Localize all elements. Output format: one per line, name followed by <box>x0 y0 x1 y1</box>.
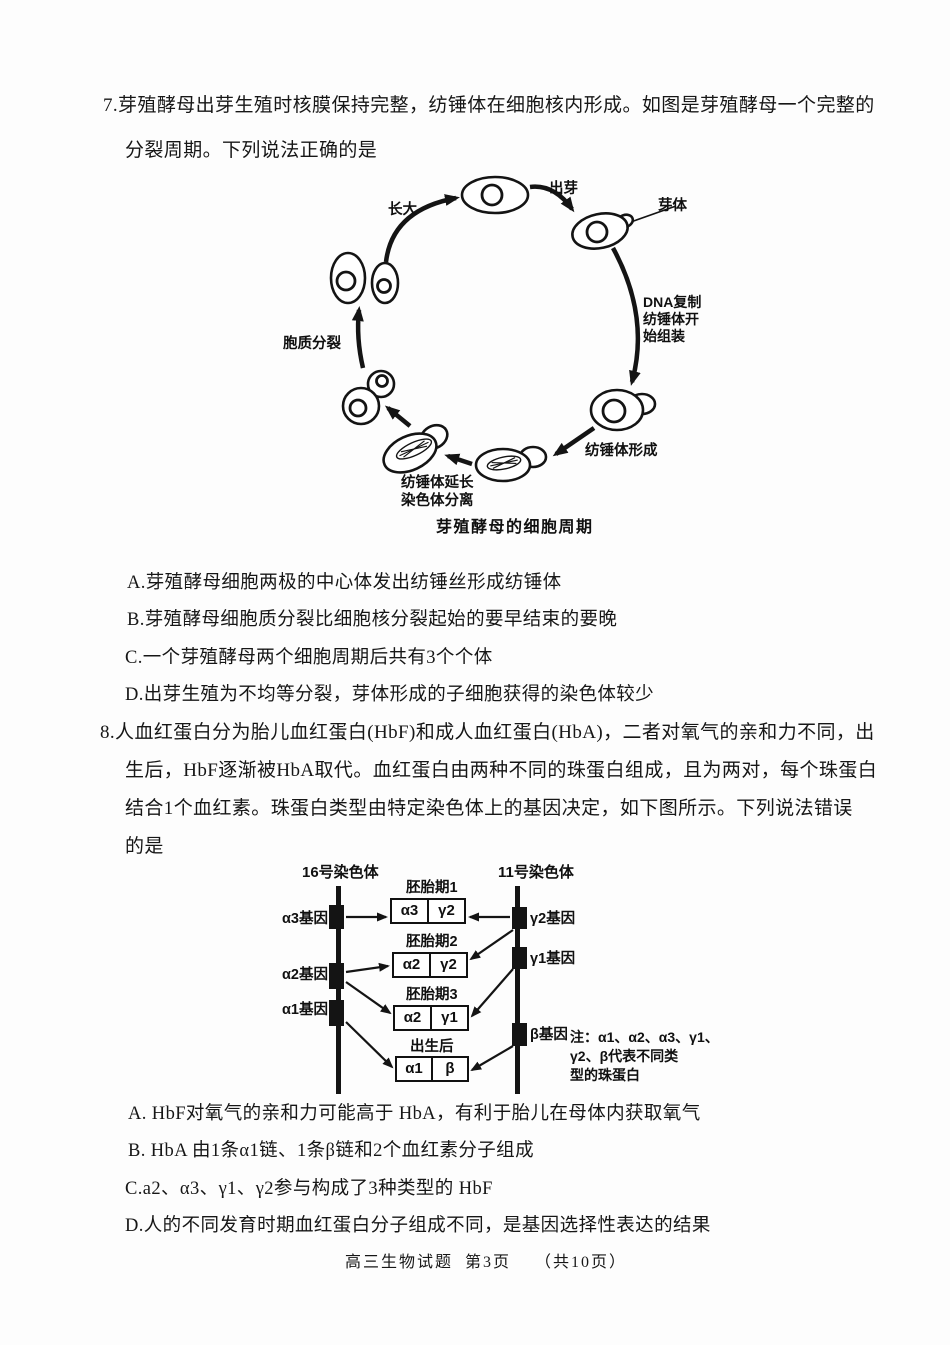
gene-expression-arrows <box>345 912 514 1072</box>
budding-arrow <box>529 184 575 213</box>
stage1-label: 胚胎期1 <box>406 880 458 896</box>
alpha2-gene-label: α2基因 <box>282 967 328 983</box>
q8-stem-line1: 8.人血红蛋白分为胎儿血红蛋白(HbF)和成人血红蛋白(HbA)，二者对氧气的亲… <box>100 722 875 743</box>
label-budding: 出芽 <box>549 181 578 197</box>
page-footer: 高三生物试题 第3页 （共10页） <box>345 1254 628 1271</box>
gamma2-to-stage2-arrow <box>469 929 514 961</box>
spindle-formation-arrow <box>552 426 596 457</box>
gamma2-gene-block <box>512 907 527 929</box>
alpha1-to-postnatal-arrow <box>345 1021 394 1069</box>
stage1-globin-box: α3 γ2 <box>390 898 466 924</box>
postnatal-globin-box: α1 β <box>395 1056 469 1082</box>
stage1-right-globin: γ2 <box>427 900 464 922</box>
gamma1-gene-block <box>512 947 527 969</box>
q8-stem-line4: 的是 <box>125 836 164 857</box>
stage3-label: 胚胎期3 <box>406 987 458 1003</box>
postnatal-left-globin: α1 <box>405 1060 423 1077</box>
q8-option-b: B. HbA 由1条α1链、1条β链和2个血红素分子组成 <box>128 1141 534 1161</box>
stage2-left-globin: α2 <box>402 956 421 973</box>
alpha2-gene-block <box>329 963 344 989</box>
label-grow: 长大 <box>388 202 417 218</box>
yeast-cell-grown <box>460 175 530 215</box>
q8-option-c: C.a2、α3、γ1、γ2参与构成了3种类型的 HbF <box>125 1179 493 1199</box>
q8-option-a: A. HbF对氧气的亲和力可能高于 HbA，有利于胎儿在母体内获取氧气 <box>128 1104 701 1124</box>
chromosome-16-line <box>336 886 341 1094</box>
q7-diagram-drawing <box>329 175 677 483</box>
q7-option-c: C.一个芽殖酵母两个细胞周期后共有3个个体 <box>125 648 493 668</box>
q7-stem-line2: 分裂周期。下列说法正确的是 <box>125 140 378 161</box>
yeast-cell-spindle-formed <box>474 445 548 483</box>
stage1-left-globin: α3 <box>400 902 419 919</box>
q8-stem-line3: 结合1个血红素。珠蛋白类型由特定染色体上的基因决定，如下图所示。下列说法错误 <box>125 798 853 819</box>
grow-arrow <box>383 194 460 263</box>
alpha1-gene-label: α1基因 <box>282 1002 328 1018</box>
stage2-label: 胚胎期2 <box>406 934 458 950</box>
cycle-arrows <box>351 184 677 467</box>
stage2-right-globin: γ2 <box>429 954 466 976</box>
label-spindle-formation: 纺锤体形成 <box>585 443 658 459</box>
alpha3-gene-block <box>329 905 344 929</box>
q7-option-b: B.芽殖酵母细胞质分裂比细胞核分裂起始的要早结束的要晚 <box>127 610 618 630</box>
alpha2-to-stage3-arrow <box>345 981 392 1015</box>
beta-gene-label: β基因 <box>530 1027 568 1043</box>
to-cytokinesis-arrow <box>384 405 412 428</box>
q8-option-d: D.人的不同发育时期血红蛋白分子组成不同，是基因选择性表达的结果 <box>125 1216 711 1236</box>
q7-cell-cycle-diagram: 长大 出芽 芽体 DNA复制 纺锤体开 始组装 纺锤体形成 纺锤体延长 染色体分… <box>280 168 705 546</box>
label-cytokinesis: 胞质分裂 <box>283 336 341 352</box>
q7-stem-line1: 7.芽殖酵母出芽生殖时核膜保持完整，纺锤体在细胞核内形成。如图是芽殖酵母一个完整… <box>103 95 875 116</box>
spindle-elongation-arrow <box>444 453 473 467</box>
beta-gene-block <box>512 1023 527 1046</box>
chromosome-11-title: 11号染色体 <box>498 864 574 881</box>
yeast-cell-budding <box>571 212 635 250</box>
gamma1-to-stage3-arrow <box>470 968 514 1018</box>
yeast-cells-separated <box>329 251 400 305</box>
chromosome-16-title: 16号染色体 <box>302 864 379 881</box>
label-spindle-elongation: 纺锤体延长 染色体分离 <box>401 475 474 509</box>
alpha1-gene-block <box>329 1000 344 1026</box>
q8-globin-gene-diagram: 16号染色体 11号染色体 α3基因 α2基因 α1基因 γ2基因 γ1基因 β… <box>280 860 725 1095</box>
postnatal-label: 出生后 <box>410 1039 454 1055</box>
stage3-globin-box: α2 γ1 <box>393 1005 469 1031</box>
label-bud-body: 芽体 <box>658 198 687 214</box>
q7-diagram-caption: 芽殖酵母的细胞周期 <box>436 519 594 536</box>
cytokinesis-arrow <box>351 306 366 369</box>
stage3-right-globin: γ1 <box>430 1007 467 1029</box>
diagram-note: 注：α1、α2、α3、γ1、 γ2、β代表不同类 型的珠蛋白 <box>570 1029 719 1083</box>
yeast-cell-dividing <box>341 369 396 426</box>
gamma1-gene-label: γ1基因 <box>530 951 576 967</box>
q8-stem-line2: 生后，HbF逐渐被HbA取代。血红蛋白由两种不同的珠蛋白组成，且为两对，每个珠蛋… <box>125 760 878 781</box>
stage2-globin-box: α2 γ2 <box>392 952 468 978</box>
dna-replication-arrow <box>611 246 641 386</box>
q7-option-a: A.芽殖酵母细胞两极的中心体发出纺锤丝形成纺锤体 <box>127 573 562 593</box>
stage3-left-globin: α2 <box>403 1009 422 1026</box>
gamma2-gene-label: γ2基因 <box>530 911 576 927</box>
label-dna-replication: DNA复制 纺锤体开 始组装 <box>643 294 702 344</box>
beta-to-postnatal-arrow <box>470 1045 514 1072</box>
bud-body-pointer-line <box>627 205 677 224</box>
alpha2-to-stage2-arrow <box>345 962 390 974</box>
alpha3-gene-label: α3基因 <box>282 911 328 927</box>
yeast-cell-spindle-forming <box>589 388 657 432</box>
q7-option-d: D.出芽生殖为不均等分裂，芽体形成的子细胞获得的染色体较少 <box>125 685 655 705</box>
postnatal-right-globin: β <box>431 1058 467 1080</box>
yeast-cell-chromosome-separation <box>382 423 449 474</box>
chromosome-11-line <box>515 886 520 1094</box>
q8-diagram-drawing <box>329 886 527 1094</box>
